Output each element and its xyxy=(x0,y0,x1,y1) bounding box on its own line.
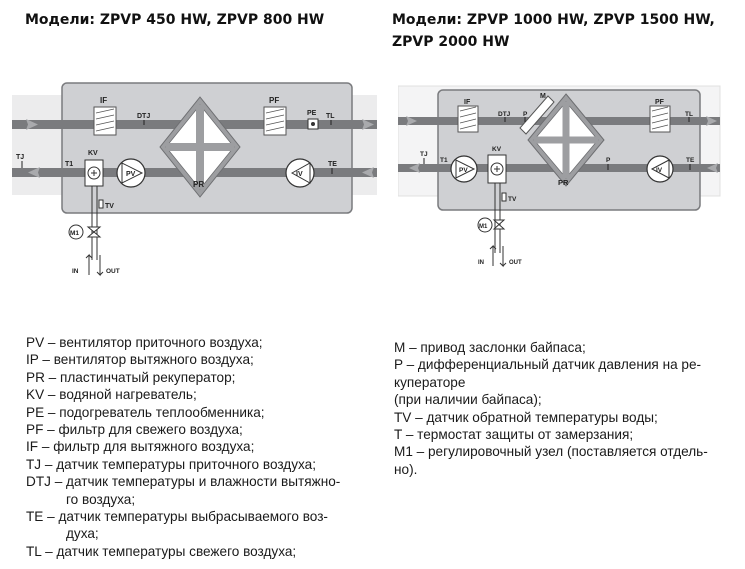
arrow-left-icon xyxy=(362,167,374,178)
legend-item: IP – вентилятор вытяжного воздуха; xyxy=(26,352,254,368)
legend-item: TL – датчик температуры свежего воздуха; xyxy=(26,543,297,559)
valve-actuator-m1 xyxy=(477,217,493,233)
valve-icon xyxy=(492,219,506,230)
label-pv: PV xyxy=(459,167,468,174)
tv-sensor xyxy=(98,199,104,209)
legend-item: PV – вентилятор приточного воздуха; xyxy=(26,335,263,350)
tv-sensor xyxy=(501,192,507,202)
legend-item: T – термостат защиты от замерзания; xyxy=(394,427,634,443)
arrow-right-icon xyxy=(406,116,417,126)
legend-item: TJ – датчик температуры приточного возду… xyxy=(26,456,317,472)
label-tl: TL xyxy=(326,113,335,120)
label-tj: TJ xyxy=(16,154,24,161)
label-kv: KV xyxy=(88,150,98,157)
label-p-bottom: P xyxy=(606,157,611,164)
arrow-left-icon xyxy=(28,167,40,178)
label-pv: PV xyxy=(126,171,136,178)
label-pf: PF xyxy=(655,99,665,106)
filter-pattern-icon xyxy=(95,108,115,132)
arrow-down-icon xyxy=(499,246,507,268)
legend-item: TV – датчик обратной температуры воды; xyxy=(394,409,658,425)
label-tl: TL xyxy=(685,111,693,118)
valve-actuator-m1 xyxy=(68,224,84,240)
legend-item-continuation: духа; xyxy=(66,526,99,542)
label-out: OUT xyxy=(509,260,522,266)
label-pr: PR xyxy=(558,178,569,187)
label-dtj: DTJ xyxy=(498,111,511,118)
fan-icon xyxy=(455,159,476,179)
legend-left: PV – вентилятор приточного воздуха; IP –… xyxy=(26,334,366,560)
label-t1: T1 xyxy=(440,157,448,164)
label-if: IF xyxy=(464,99,471,106)
legend-item-continuation: го воздуха; xyxy=(66,491,136,507)
valve-icon xyxy=(86,226,102,238)
filter-pattern-icon xyxy=(459,106,477,130)
legend-item: M1 – регулировочный узел (поставляется о… xyxy=(394,444,708,460)
fan-icon xyxy=(121,162,144,184)
label-te: TE xyxy=(328,161,337,168)
filter-pattern-icon xyxy=(265,108,285,132)
legend-item-continuation: но). xyxy=(394,461,418,477)
exhaust-fan-iv xyxy=(646,155,674,183)
legend-right: M – привод заслонки байпаса; P – диффере… xyxy=(394,339,734,478)
page-title-right: Модели: ZPVP 1000 HW, ZPVP 1500 HW, ZPVP… xyxy=(392,9,732,53)
preheater-icon xyxy=(311,122,315,126)
label-if: IF xyxy=(100,96,107,105)
page-title-right-line1: Модели: ZPVP 1000 HW, ZPVP 1500 HW, xyxy=(392,12,715,28)
bypass-damper xyxy=(519,95,555,135)
label-pr: PR xyxy=(193,180,204,189)
arrow-down-icon xyxy=(96,255,104,277)
arrow-up-icon xyxy=(85,253,93,275)
legend-item: P – дифференциальный датчик давления на … xyxy=(394,357,702,373)
legend-item: IF – фильтр для вытяжного воздуха; xyxy=(26,439,255,455)
label-m: M xyxy=(540,93,546,100)
label-tv: TV xyxy=(508,196,517,203)
arrow-right-icon xyxy=(706,116,717,126)
plus-icon xyxy=(91,170,97,176)
label-te: TE xyxy=(686,157,695,164)
label-in: IN xyxy=(72,268,79,275)
unit-diagram-small: PR IF PF DTJ PE TL TJ T1 KV PV IV TE TV … xyxy=(12,82,377,277)
legend-item-continuation: (при наличии байпаса); xyxy=(394,392,542,408)
filter-pattern-icon xyxy=(651,106,669,130)
arrow-right-icon xyxy=(362,119,374,130)
arrow-right-icon xyxy=(26,119,38,130)
label-pe: PE xyxy=(307,110,317,117)
page-title-right-line2: ZPVP 2000 HW xyxy=(392,34,510,50)
legend-item: PE – подогреватель теплообменника; xyxy=(26,404,265,420)
supply-fan-pv xyxy=(116,158,146,188)
label-tv: TV xyxy=(105,203,114,210)
arrow-up-icon xyxy=(489,244,497,266)
label-m1: M1 xyxy=(70,230,79,237)
legend-item-continuation: куператоре xyxy=(394,374,466,390)
legend-item: DTJ – датчик температуры и влажности выт… xyxy=(26,474,341,490)
legend-item: PR – пластинчатый рекуператор; xyxy=(26,369,236,385)
label-dtj: DTJ xyxy=(137,113,150,120)
label-iv: IV xyxy=(656,167,663,174)
legend-item: KV – водяной нагреватель; xyxy=(26,387,197,403)
label-t1: T1 xyxy=(65,161,73,168)
arrow-left-icon xyxy=(409,163,420,173)
fan-icon xyxy=(650,159,670,179)
page-title-left: Модели: ZPVP 450 HW, ZPVP 800 HW xyxy=(25,12,325,28)
label-tj: TJ xyxy=(420,151,428,158)
label-out: OUT xyxy=(106,268,120,275)
legend-item: M – привод заслонки байпаса; xyxy=(394,340,586,355)
label-in: IN xyxy=(478,260,484,266)
label-p-top: P xyxy=(523,111,528,118)
legend-item: PF – фильтр для свежего воздуха; xyxy=(26,422,243,438)
plus-icon xyxy=(494,166,500,172)
label-pf: PF xyxy=(269,96,279,105)
label-kv: KV xyxy=(492,146,502,153)
fan-icon xyxy=(290,162,311,184)
label-m1: M1 xyxy=(479,224,488,230)
legend-item: TE – датчик температуры выбрасываемого в… xyxy=(26,509,328,525)
arrow-left-icon xyxy=(707,163,718,173)
exhaust-fan-iv xyxy=(285,158,315,188)
unit-diagram-large: M PR IF PF DTJ P TL TJ T1 KV PV P IV TE … xyxy=(398,85,721,268)
supply-fan-pv xyxy=(450,155,478,183)
label-iv: IV xyxy=(296,171,303,178)
